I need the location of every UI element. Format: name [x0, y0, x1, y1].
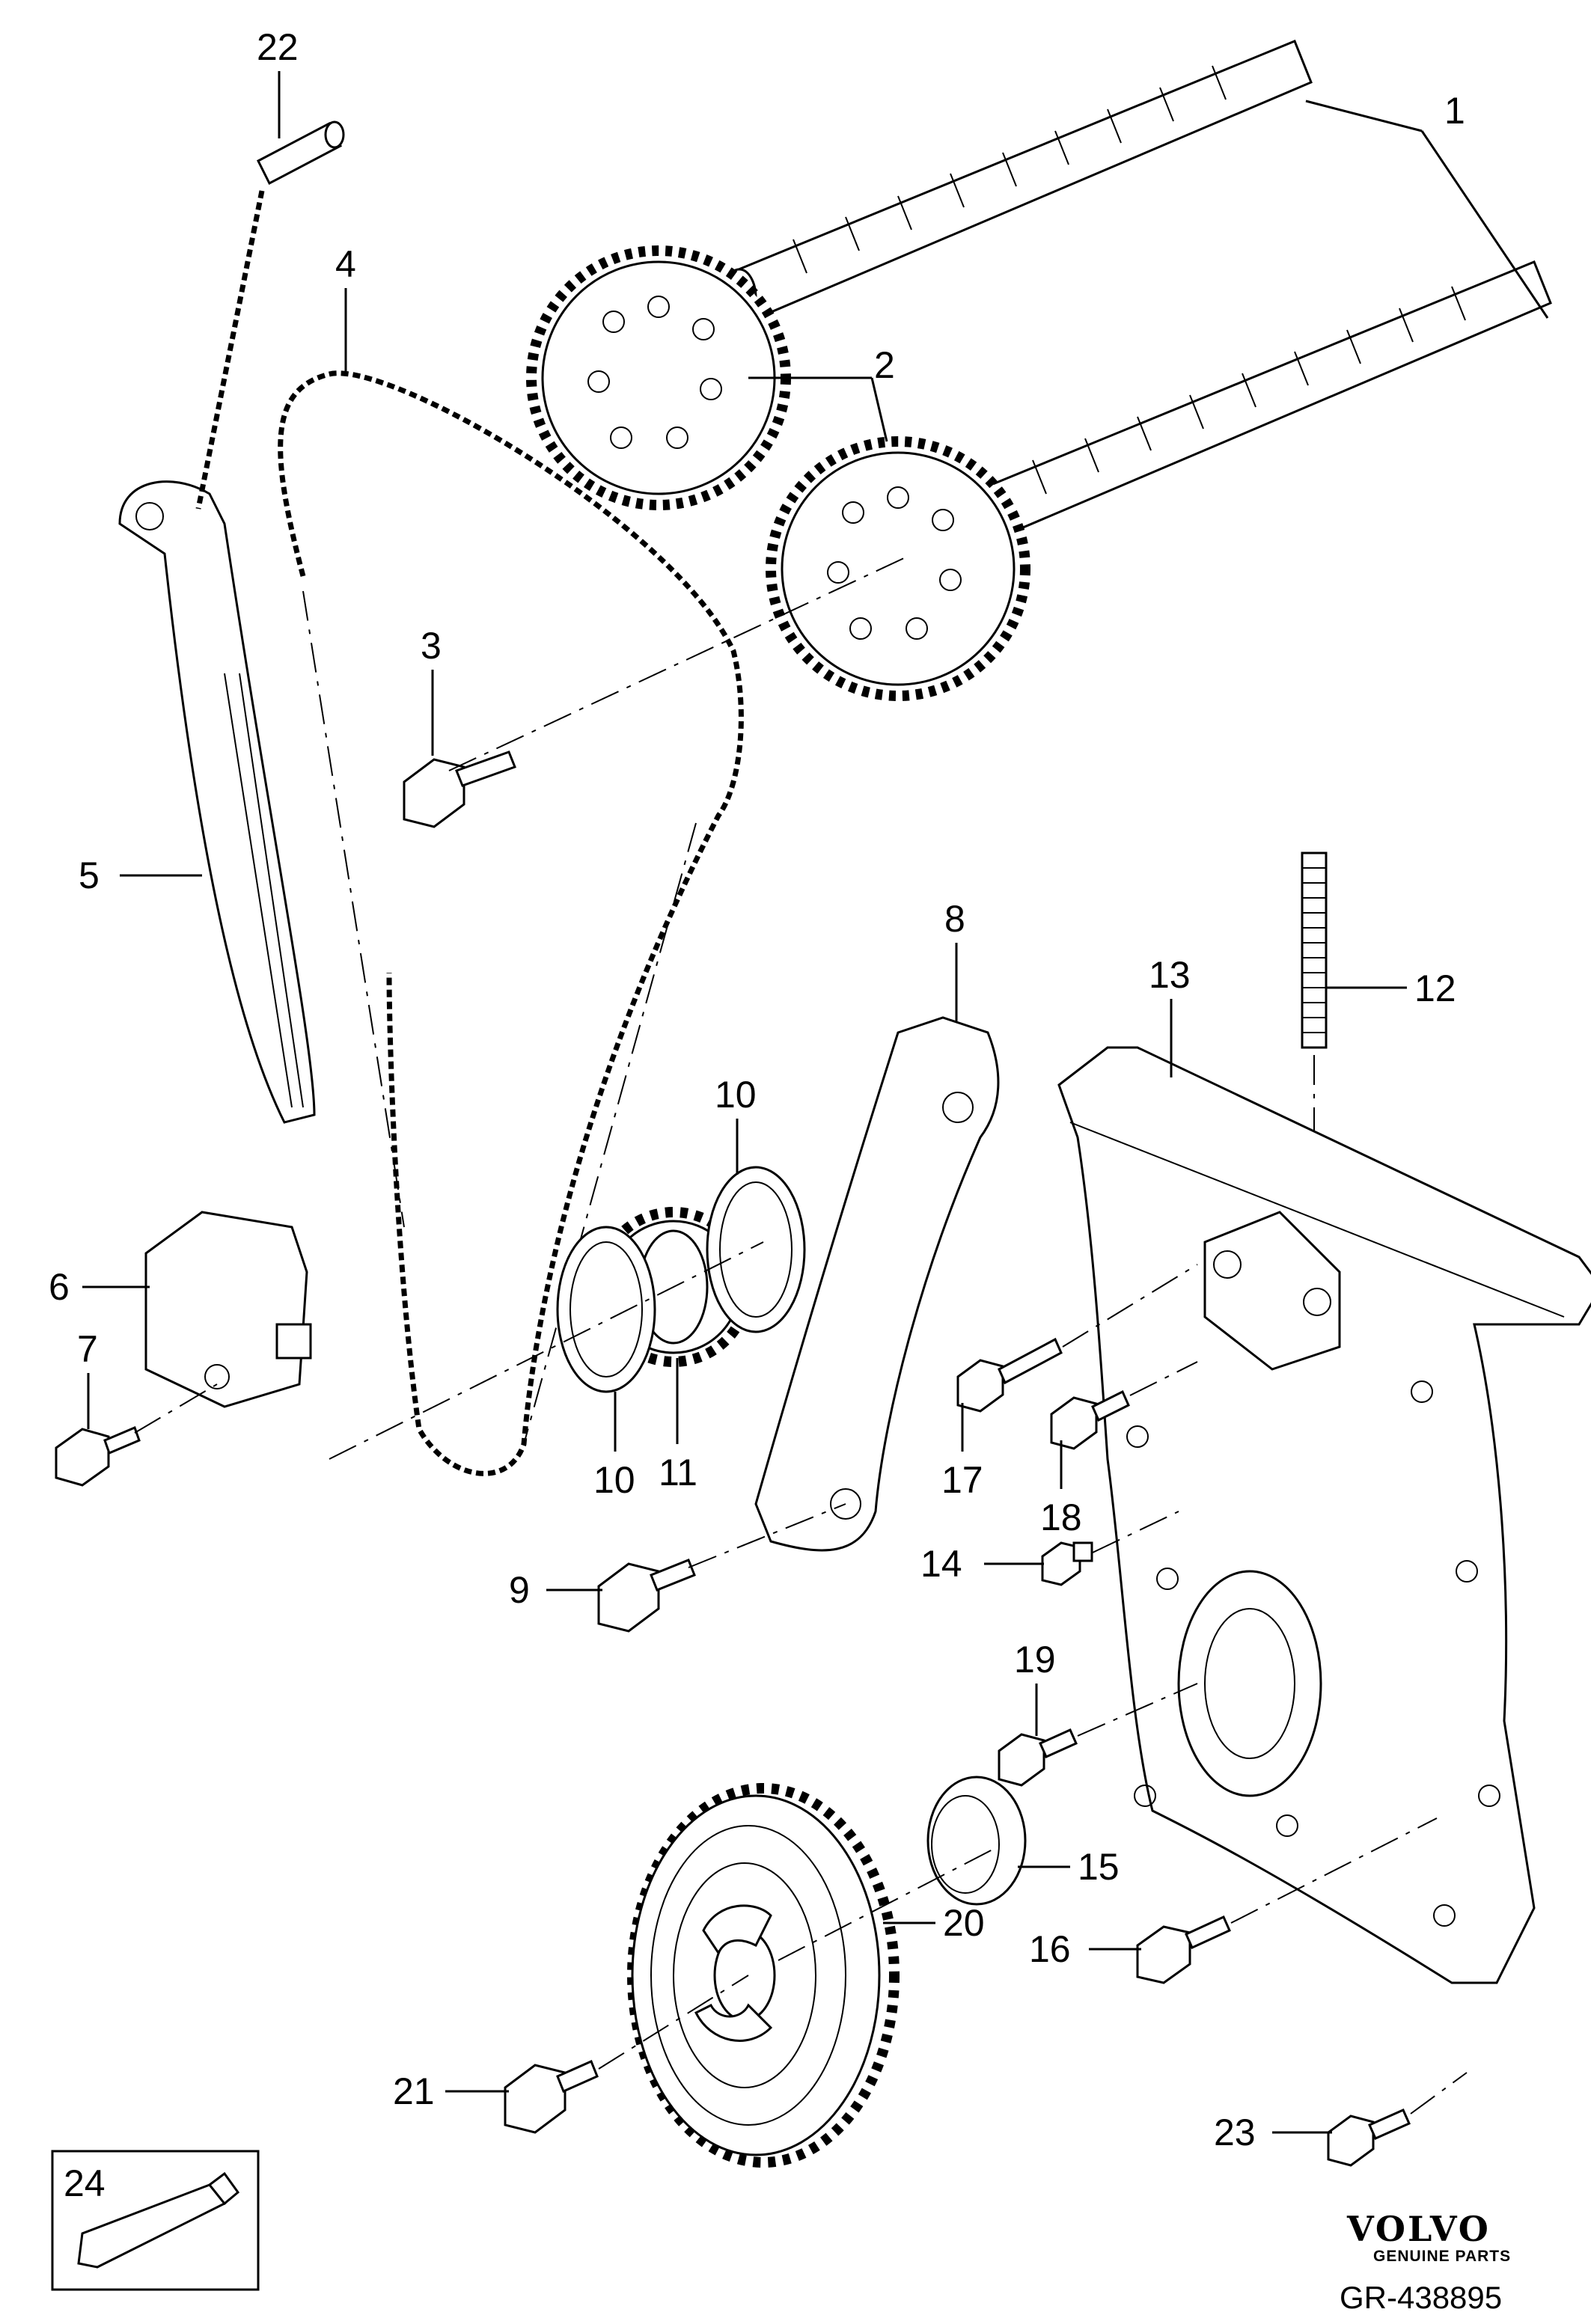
tensioner-arm[interactable] — [754, 1016, 1000, 1552]
diagram-reference: GR-438895 — [1340, 2280, 1502, 2315]
callout-9: 9 — [509, 1569, 530, 1611]
callout-5: 5 — [79, 854, 100, 896]
callout-3: 3 — [421, 625, 442, 667]
pulley-bolt[interactable] — [504, 2059, 599, 2134]
crankshaft-pulley[interactable] — [627, 1783, 900, 2168]
callout-17: 17 — [941, 1459, 983, 1501]
cover-stud[interactable] — [1301, 851, 1328, 1049]
guide-pin[interactable] — [257, 120, 345, 186]
sealant-box[interactable] — [51, 2150, 260, 2291]
callout-21: 21 — [393, 2070, 435, 2112]
callout-4: 4 — [335, 243, 356, 285]
volvo-logo: VOLVO — [1346, 2209, 1491, 2249]
cover-bolt-17[interactable] — [956, 1337, 1063, 1413]
timing-cover[interactable] — [1057, 1046, 1591, 1984]
callout-22: 22 — [257, 26, 299, 68]
callout-8: 8 — [944, 898, 965, 940]
cover-bolt-19[interactable] — [998, 1728, 1078, 1787]
callout-16: 16 — [1029, 1928, 1071, 1970]
washer-inner[interactable] — [556, 1226, 656, 1393]
callout-11: 11 — [659, 1452, 697, 1493]
callout-7: 7 — [77, 1328, 98, 1370]
cover-bolt-23[interactable] — [1327, 2109, 1411, 2167]
sprocket-bolt[interactable] — [403, 750, 516, 828]
genuine-parts-label: GENUINE PARTS — [1373, 2248, 1511, 2265]
cover-bolt-16[interactable] — [1136, 1915, 1231, 1984]
callout-1: 1 — [1444, 90, 1465, 132]
arm-pivot-bolt[interactable] — [597, 1559, 696, 1633]
callout-10-top: 10 — [715, 1074, 757, 1116]
callout-13: 13 — [1149, 954, 1191, 996]
callout-20: 20 — [943, 1902, 985, 1944]
callout-12: 12 — [1414, 967, 1456, 1009]
camshaft-sprocket-upper[interactable] — [526, 245, 791, 510]
cover-plug[interactable] — [1041, 1541, 1093, 1586]
camshaft-lower[interactable] — [961, 260, 1552, 548]
crankshaft-seal[interactable] — [926, 1776, 1027, 1906]
callout-10-bottom: 10 — [593, 1459, 635, 1501]
callout-14: 14 — [920, 1543, 962, 1585]
camshaft-upper[interactable] — [721, 40, 1313, 328]
chain-tensioner[interactable] — [144, 1211, 312, 1408]
callout-15: 15 — [1078, 1846, 1120, 1888]
leader-2 — [748, 376, 888, 442]
callout-2: 2 — [874, 344, 895, 386]
callout-23: 23 — [1214, 2112, 1256, 2153]
tensioner-bolt[interactable] — [55, 1425, 141, 1487]
callout-24: 24 — [64, 2162, 106, 2204]
chain-guide[interactable] — [118, 480, 316, 1124]
camshaft-sprocket-lower[interactable] — [766, 436, 1030, 701]
cover-bolt-18[interactable] — [1050, 1389, 1130, 1450]
washer-outer[interactable] — [706, 1166, 806, 1333]
callout-18: 18 — [1040, 1496, 1082, 1538]
leader-1 — [1305, 100, 1549, 319]
callout-19: 19 — [1014, 1639, 1056, 1681]
callout-6: 6 — [49, 1266, 70, 1308]
